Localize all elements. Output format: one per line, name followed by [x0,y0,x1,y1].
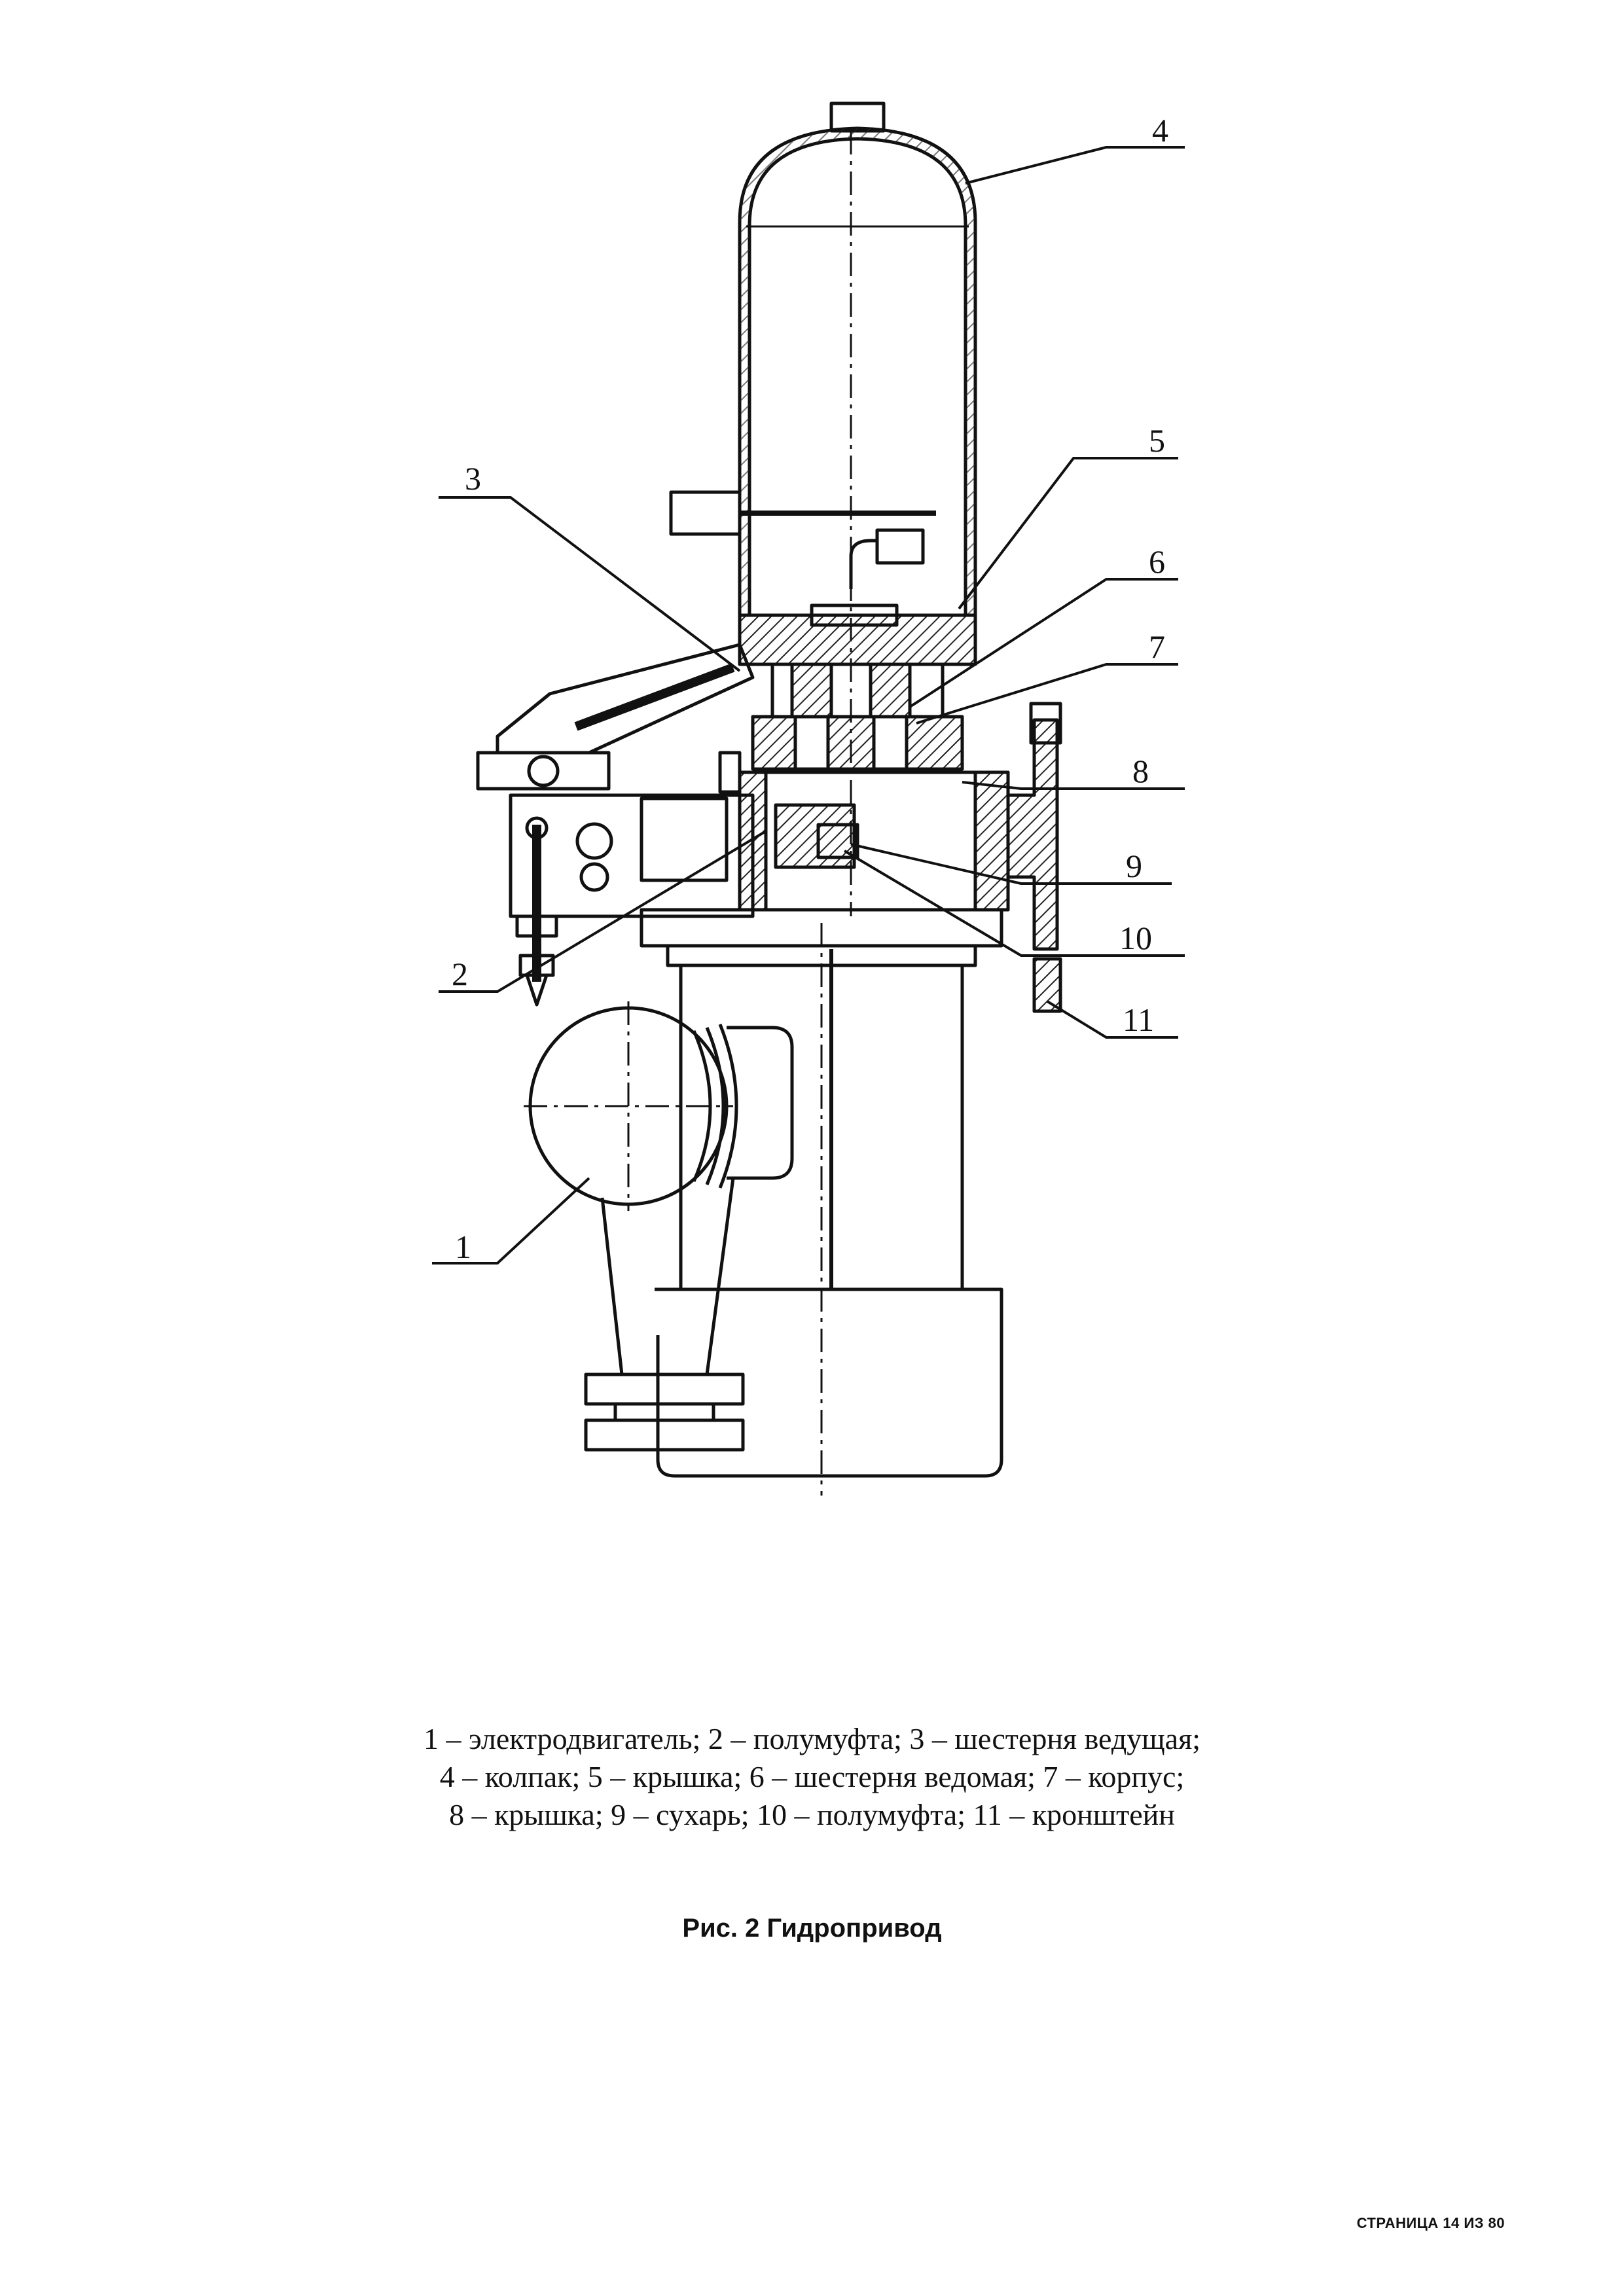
callout-8: 8 [1132,753,1149,789]
cap-part [669,101,977,615]
motor-and-base [524,131,1003,1496]
callout-6: 6 [1149,543,1165,580]
legend-line-2: 4 – колпак; 5 – крышка; 6 – шестерня вед… [439,1760,1185,1793]
callout-2: 2 [452,956,468,992]
callout-labels: 1 2 3 4 5 6 7 8 9 10 11 [452,112,1168,1265]
cover-block [738,603,977,771]
callout-10: 10 [1119,920,1152,956]
legend-line-3: 8 – крышка; 9 – сухарь; 10 – полумуфта; … [449,1798,1175,1831]
page-number: СТРАНИЦА 14 ИЗ 80 [1356,2215,1505,2231]
hydraulic-drive-drawing: 1 2 3 4 5 6 7 8 9 10 11 [432,101,1185,1496]
callout-9: 9 [1126,848,1142,884]
leader-lines [432,146,1185,1265]
callout-5: 5 [1149,422,1165,459]
callout-3: 3 [465,460,481,497]
valve-assembly [476,643,755,1007]
callout-4: 4 [1152,112,1168,149]
legend-line-1: 1 – электродвигатель; 2 – полумуфта; 3 –… [423,1722,1201,1755]
figure-title: Рис. 2 Гидропривод [682,1914,942,1943]
body-housing [738,702,1062,1013]
callout-7: 7 [1149,628,1165,665]
callout-11: 11 [1123,1001,1154,1038]
callout-1: 1 [455,1229,471,1265]
